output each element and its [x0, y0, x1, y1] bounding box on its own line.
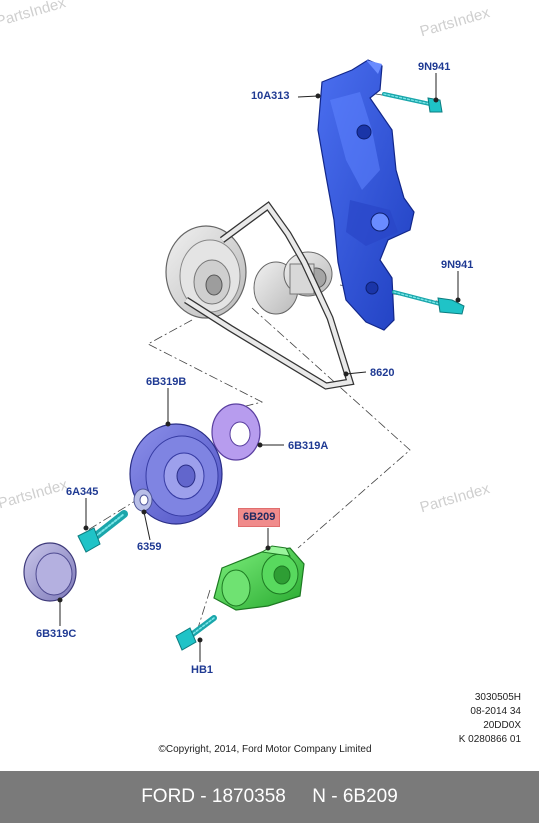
callout-6A345[interactable]: 6A345: [66, 486, 99, 498]
meta-line-4: K 0280866 01: [458, 734, 521, 745]
meta-line-3: 20DD0X: [483, 720, 521, 731]
callout-6B209-highlighted[interactable]: 6B209: [238, 508, 281, 527]
crankshaft-pulley-icon: [165, 225, 247, 319]
bolt-icon: [175, 615, 217, 651]
callout-HB1[interactable]: HB1: [191, 664, 214, 676]
drive-belt-icon: [184, 201, 355, 390]
callout-9N941-mid[interactable]: 9N941: [441, 259, 474, 271]
washer-icon: [133, 488, 153, 512]
callout-6359[interactable]: 6359: [137, 541, 162, 553]
diagram-meta-info: 3030505H 08-2014 34 20DD0X K 0280866 01: [459, 691, 521, 747]
callout-6B319A[interactable]: 6B319A: [288, 440, 329, 452]
leader-lines: [57, 73, 461, 662]
callout-6B319B[interactable]: 6B319B: [146, 376, 187, 388]
spacer-icon: [211, 403, 261, 461]
crankshaft-pulley-icon: [129, 423, 223, 525]
exploded-parts-diagram: [23, 59, 465, 662]
callout-8620[interactable]: 8620: [370, 367, 395, 379]
mounting-bracket-icon: [317, 59, 415, 331]
callout-9N941-top[interactable]: 9N941: [418, 61, 451, 73]
crankshaft-pulley-icon: [23, 542, 77, 602]
idler-pulley-icon: [253, 251, 333, 315]
bolt-icon: [392, 290, 465, 315]
bolt-icon: [382, 92, 443, 113]
callout-6B319C[interactable]: 6B319C: [36, 628, 77, 640]
tensioner-icon: [213, 545, 305, 611]
copyright-notice: ©Copyright, 2014, Ford Motor Company Lim…: [158, 744, 372, 755]
meta-line-1: 3030505H: [474, 692, 521, 703]
callout-10A313[interactable]: 10A313: [251, 90, 290, 102]
bolt-icon: [77, 510, 128, 553]
footer-bar: FORD - 1870358 N - 6B209: [0, 771, 539, 823]
meta-line-2: 08-2014 34: [470, 706, 521, 717]
footer-part-number: FORD - 1870358 N - 6B209: [141, 786, 398, 807]
